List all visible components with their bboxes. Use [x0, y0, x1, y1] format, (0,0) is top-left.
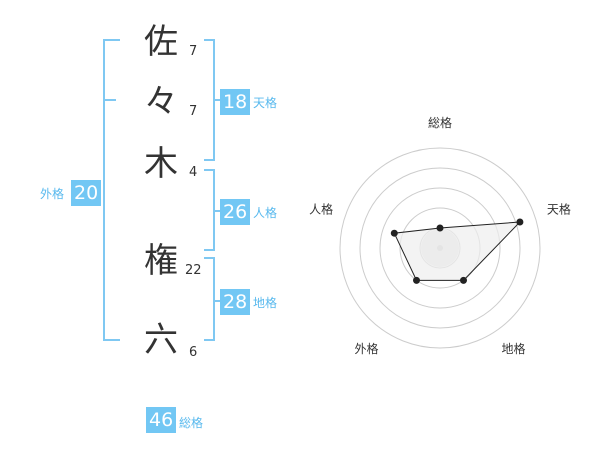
bracket-lines: [103, 39, 222, 341]
name-breakdown: 佐 7 々 7 木 4 権 22 六 6 18 天格 26 人格 28 地格 外…: [40, 22, 278, 433]
radar-grid-ring-3: [379, 187, 501, 309]
jinkaku-label: 人格: [253, 206, 278, 220]
name-char-2: 々: [144, 82, 178, 122]
radar-point-2: [516, 218, 524, 226]
radar-axis-label-3: 地格: [501, 341, 525, 356]
stroke-count-3: 4: [189, 165, 198, 180]
stroke-count-4: 22: [185, 263, 202, 278]
radar-point-1: [436, 224, 444, 232]
radar-axis-label-5: 人格: [309, 201, 333, 216]
radar-point-3: [460, 276, 467, 284]
gaikaku-bracket: [103, 39, 120, 341]
gaikaku-value: 20: [71, 180, 102, 206]
gaikaku-label: 外格: [40, 187, 65, 201]
soukaku-label: 総格: [179, 416, 204, 430]
radar-grid-ring-4: [359, 167, 521, 329]
radar-point-4: [413, 276, 420, 284]
name-char-1: 佐: [144, 22, 178, 62]
radar-point-5: [390, 229, 398, 237]
radar-axis-label-4: 外格: [354, 341, 378, 356]
soukaku-value: 46: [146, 407, 177, 433]
stroke-count-2: 7: [189, 104, 198, 119]
radar-grid-ring-5: [339, 147, 541, 349]
tenkaku-label: 天格: [253, 96, 278, 110]
name-char-3: 木: [144, 144, 178, 184]
jinkaku-value: 26: [220, 199, 251, 225]
chikaku-label: 地格: [253, 296, 278, 310]
name-char-5: 六: [144, 320, 178, 360]
stroke-count-5: 6: [189, 345, 198, 360]
chikaku-value: 28: [220, 289, 251, 315]
radar-data-polygon: [393, 221, 522, 281]
radar-axis-label-1: 総格: [428, 115, 452, 130]
stroke-count-1: 7: [189, 44, 198, 59]
name-char-4: 権: [144, 241, 178, 281]
tenkaku-value: 18: [220, 89, 251, 115]
radar-axis-label-2: 天格: [547, 201, 571, 216]
